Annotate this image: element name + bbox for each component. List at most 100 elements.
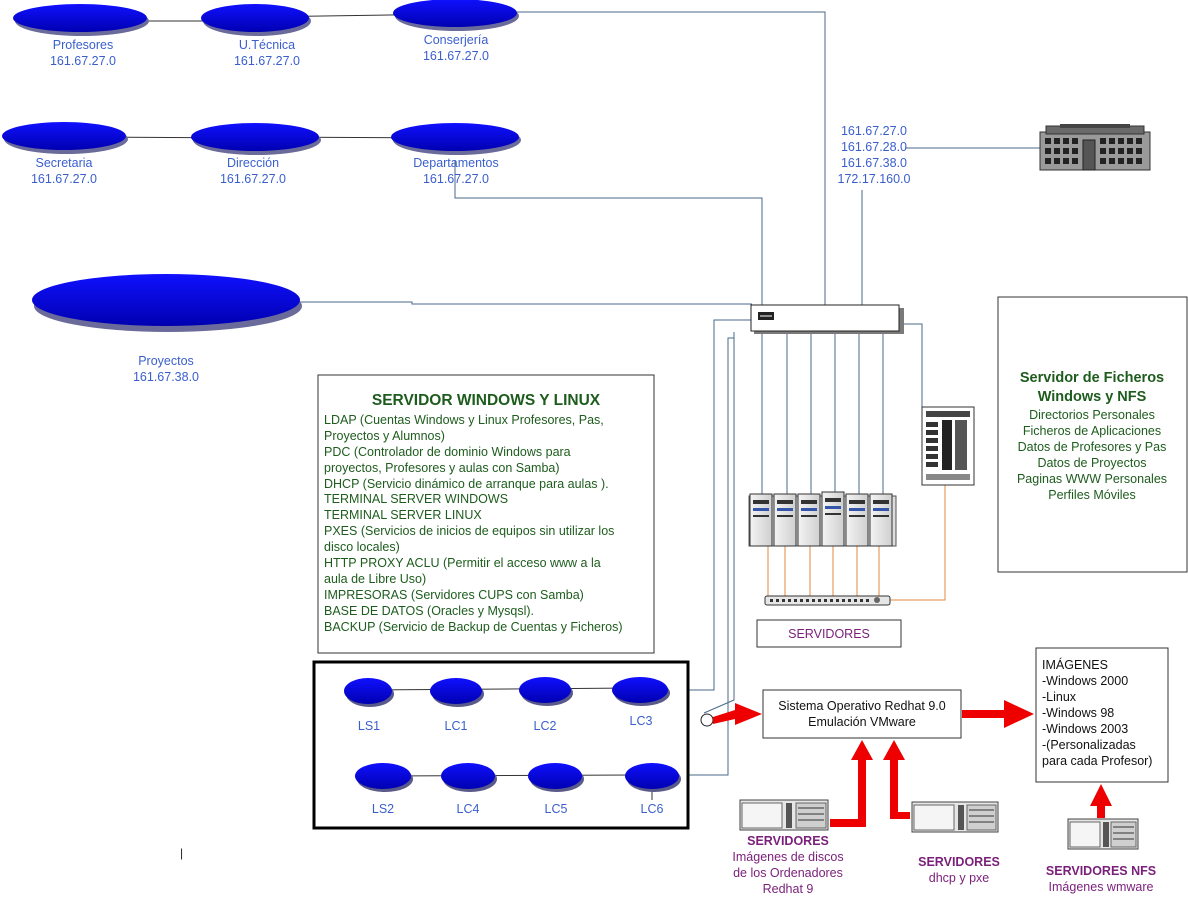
ip-proyectos: 161.67.38.0 bbox=[133, 370, 199, 384]
wl-line-14: BACKUP (Servicio de Backup de Cuentas y … bbox=[324, 620, 623, 634]
lab-lc2-label: LC2 bbox=[534, 719, 557, 733]
uplink-ip-list: 161.67.27.0 161.67.28.0 161.67.38.0 172.… bbox=[838, 124, 911, 186]
disk-images-line-1: Imágenes de discos bbox=[732, 850, 843, 864]
ip-direccion: 161.67.27.0 bbox=[220, 172, 286, 186]
images-line-6: -(Personalizadas bbox=[1042, 738, 1136, 752]
building-icon bbox=[1039, 124, 1151, 171]
network-conserjeria[interactable]: Conserjería 161.67.27.0 bbox=[393, 0, 519, 63]
patch-panel-icon bbox=[764, 595, 891, 606]
windows-linux-server-box: SERVIDOR WINDOWS Y LINUX LDAP (Cuentas W… bbox=[317, 374, 655, 654]
lab-ls2-label: LS2 bbox=[372, 802, 394, 816]
lab-ls1[interactable]: LS1 bbox=[344, 678, 394, 733]
network-departamentos[interactable]: Departamentos 161.67.27.0 bbox=[391, 123, 521, 186]
arrow-to-vmware bbox=[713, 703, 762, 725]
images-line-4: -Windows 98 bbox=[1042, 706, 1114, 720]
ip-profesores: 161.67.27.0 bbox=[50, 54, 116, 68]
network-direccion[interactable]: Dirección 161.67.27.0 bbox=[191, 123, 321, 186]
server-cluster-icon bbox=[748, 491, 897, 547]
wl-line-10: HTTP PROXY ACLU (Permitir el acceso www … bbox=[324, 556, 601, 570]
lab-lc1-label: LC1 bbox=[445, 719, 468, 733]
network-profesores[interactable]: Profesores 161.67.27.0 bbox=[13, 4, 149, 68]
wl-line-13: BASE DE DATOS (Oracles y Mysqsl). bbox=[324, 604, 534, 618]
vmware-system-box: Sistema Operativo Redhat 9.0 Emulación V… bbox=[762, 689, 962, 739]
wl-line-6: TERMINAL SERVER WINDOWS bbox=[324, 492, 508, 506]
uplink-ip-1: 161.67.27.0 bbox=[841, 124, 907, 138]
ip-secretaria: 161.67.27.0 bbox=[31, 172, 97, 186]
label-conserjeria: Conserjería bbox=[424, 33, 489, 47]
connector-node bbox=[700, 713, 714, 727]
lab-lc6-label: LC6 bbox=[641, 802, 664, 816]
lab-lc5-label: LC5 bbox=[545, 802, 568, 816]
label-secretaria: Secretaria bbox=[36, 156, 93, 170]
label-departamentos: Departamentos bbox=[413, 156, 498, 170]
label-utecnica: U.Técnica bbox=[239, 38, 295, 52]
wl-line-1: LDAP (Cuentas Windows y Linux Profesores… bbox=[324, 413, 604, 427]
nfs-line-1: Imágenes wmware bbox=[1049, 880, 1154, 894]
images-line-5: -Windows 2003 bbox=[1042, 722, 1128, 736]
lab-lc5[interactable]: LC5 bbox=[528, 763, 584, 816]
orange-links bbox=[767, 485, 946, 601]
network-proyectos[interactable]: Proyectos 161.67.38.0 bbox=[32, 274, 302, 384]
disk-images-line-2: de los Ordenadores bbox=[733, 866, 843, 880]
disk-images-title: SERVIDORES bbox=[747, 834, 829, 848]
images-line-7: para cada Profesor) bbox=[1042, 754, 1152, 768]
arrow-from-nfs bbox=[1090, 784, 1112, 818]
file-server-box: Servidor de Ficheros Windows y NFS Direc… bbox=[997, 296, 1188, 573]
wl-line-9: disco locales) bbox=[324, 540, 400, 554]
dhcp-title: SERVIDORES bbox=[918, 855, 1000, 869]
lab-lc2[interactable]: LC2 bbox=[519, 677, 573, 733]
wl-line-2: Proyectos y Alumnos) bbox=[324, 429, 445, 443]
rack-server-icon bbox=[921, 406, 975, 486]
uplink-ip-3: 161.67.38.0 bbox=[841, 156, 907, 170]
disk-images-server-caption: SERVIDORES Imágenes de discos de los Ord… bbox=[732, 834, 843, 896]
label-direccion: Dirección bbox=[227, 156, 279, 170]
images-box: IMÁGENES -Windows 2000 -Linux -Windows 9… bbox=[1035, 647, 1169, 783]
network-utecnica[interactable]: U.Técnica 161.67.27.0 bbox=[201, 4, 311, 68]
wl-line-7: TERMINAL SERVER LINUX bbox=[324, 508, 482, 522]
lab-ls1-label: LS1 bbox=[358, 719, 380, 733]
wl-line-4: proyectos, Profesores y aulas con Samba) bbox=[324, 461, 560, 475]
core-switch[interactable] bbox=[750, 304, 904, 334]
nfs-server-icon bbox=[1067, 818, 1139, 850]
dhcp-line-1: dhcp y pxe bbox=[929, 871, 990, 885]
fs-line-1: Directorios Personales bbox=[1029, 408, 1155, 422]
images-line-2: -Windows 2000 bbox=[1042, 674, 1128, 688]
file-server-title-2: Windows y NFS bbox=[1038, 389, 1147, 405]
arrow-to-images bbox=[962, 700, 1034, 728]
lab-ls2[interactable]: LS2 bbox=[355, 763, 413, 816]
disk-images-line-3: Redhat 9 bbox=[763, 882, 814, 896]
arrow-from-disk-images bbox=[830, 740, 873, 827]
servidores-label-box: SERVIDORES bbox=[756, 619, 902, 648]
lab-lc6[interactable]: LC6 bbox=[625, 763, 681, 816]
fs-line-6: Perfiles Móviles bbox=[1048, 488, 1136, 502]
disk-images-server-icon bbox=[739, 799, 829, 831]
vmware-line-2: Emulación VMware bbox=[808, 715, 916, 729]
lab-lc4[interactable]: LC4 bbox=[441, 763, 497, 816]
fs-line-5: Paginas WWW Personales bbox=[1017, 472, 1167, 486]
nfs-server-caption: SERVIDORES NFS Imágenes wmware bbox=[1046, 864, 1156, 894]
network-secretaria[interactable]: Secretaria 161.67.27.0 bbox=[2, 122, 128, 186]
vmware-line-1: Sistema Operativo Redhat 9.0 bbox=[778, 699, 945, 713]
lab-lc3[interactable]: LC3 bbox=[612, 677, 670, 728]
ip-conserjeria: 161.67.27.0 bbox=[423, 49, 489, 63]
dhcp-server-caption: SERVIDORES dhcp y pxe bbox=[918, 855, 1000, 885]
backbone-links bbox=[298, 11, 1040, 776]
label-proyectos: Proyectos bbox=[138, 354, 194, 368]
uplink-ip-2: 161.67.28.0 bbox=[841, 140, 907, 154]
ip-departamentos: 161.67.27.0 bbox=[423, 172, 489, 186]
wl-line-12: IMPRESORAS (Servidores CUPS con Samba) bbox=[324, 588, 584, 602]
red-arrows bbox=[713, 700, 1112, 827]
servidores-label: SERVIDORES bbox=[788, 627, 870, 641]
lab-lc4-label: LC4 bbox=[457, 802, 480, 816]
label-profesores: Profesores bbox=[53, 38, 113, 52]
wl-line-5: DHCP (Servicio dinámico de arranque para… bbox=[324, 477, 609, 491]
uplink-ip-4: 172.17.160.0 bbox=[838, 172, 911, 186]
lab-lc3-label: LC3 bbox=[630, 714, 653, 728]
wl-line-11: aula de Libre Uso) bbox=[324, 572, 426, 586]
wl-line-8: PXES (Servicios de inicios de equipos si… bbox=[324, 524, 614, 538]
lab-lc1[interactable]: LC1 bbox=[430, 678, 484, 733]
images-line-3: -Linux bbox=[1042, 690, 1077, 704]
images-line-1: IMÁGENES bbox=[1042, 657, 1108, 672]
